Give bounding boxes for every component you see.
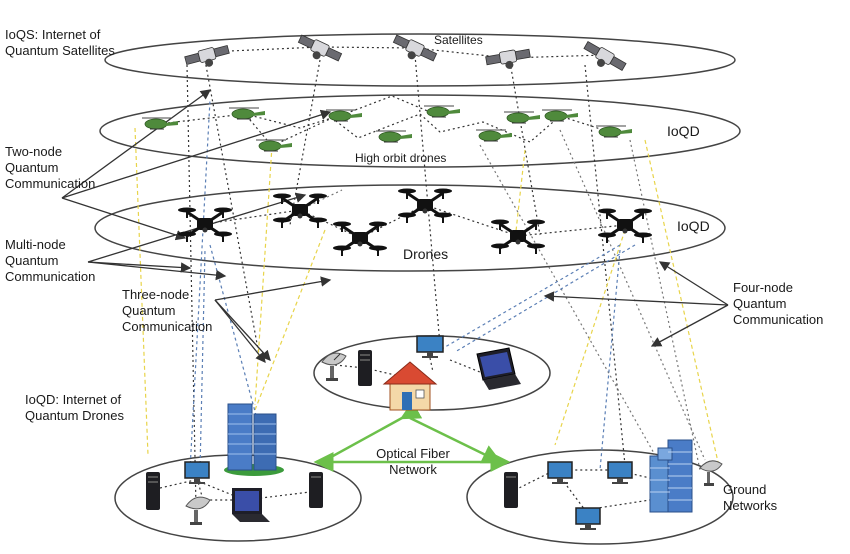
satellite-icon bbox=[485, 48, 531, 69]
right-ground-network-ellipse bbox=[466, 449, 734, 545]
helicopter-drone-icon bbox=[424, 105, 460, 118]
ioqd-definition-label: IoQD: Internet of Quantum Drones bbox=[25, 392, 124, 423]
satellite-dish-icon bbox=[699, 460, 723, 486]
server-icon bbox=[358, 350, 372, 386]
quadcopter-drone-icon bbox=[178, 207, 232, 242]
monitor-icon bbox=[547, 461, 573, 484]
laptop-icon bbox=[476, 347, 521, 390]
right-ground-network-devices bbox=[504, 439, 723, 530]
office-building-icon bbox=[649, 439, 693, 513]
three-node-label: Three-node Quantum Communication bbox=[122, 287, 213, 334]
helicopter-drone-icon bbox=[542, 109, 578, 122]
ground-networks-label: Ground Networks bbox=[723, 482, 778, 513]
ioqd-upper-label: IoQD bbox=[667, 123, 700, 139]
quadcopter-drone-icon bbox=[273, 193, 327, 228]
helicopter-drone-icon bbox=[326, 109, 362, 122]
ioqd-lower-label: IoQD bbox=[677, 218, 710, 234]
two-node-label: Two-node Quantum Communication bbox=[5, 144, 96, 191]
server-icon bbox=[146, 472, 160, 510]
quadcopter-drone-icon bbox=[398, 188, 452, 223]
helicopter-drone-icon bbox=[504, 111, 540, 124]
satellite-dish-icon bbox=[321, 352, 347, 381]
quadcopter-drone-icon bbox=[491, 219, 545, 254]
left-ground-network-devices bbox=[146, 403, 323, 525]
quadcopter-drone-icon bbox=[333, 221, 387, 256]
helicopter-drone-icon bbox=[476, 129, 512, 142]
monitor-icon bbox=[184, 461, 210, 484]
drone-layer-ellipse bbox=[94, 184, 726, 272]
monitor-icon bbox=[575, 507, 601, 530]
helicopter-drone-icon bbox=[256, 139, 292, 152]
satellite-icon bbox=[583, 40, 627, 72]
drones-label: Drones bbox=[403, 246, 449, 262]
quadcopter-drone-row bbox=[178, 188, 652, 256]
ioqs-label: IoQS: Internet of Quantum Satellites bbox=[5, 27, 115, 58]
satellite-dish-icon bbox=[185, 496, 211, 525]
optical-fiber-links bbox=[313, 400, 511, 472]
server-icon bbox=[504, 472, 518, 508]
monitor-icon bbox=[416, 335, 444, 358]
quadcopter-drone-icon bbox=[598, 208, 652, 243]
quantum-link-lines bbox=[134, 46, 719, 511]
helicopter-drone-icon bbox=[229, 107, 265, 120]
multi-node-label: Multi-node Quantum Communication bbox=[5, 237, 96, 284]
laptop-icon bbox=[232, 488, 270, 522]
high-orbit-drone-row bbox=[142, 105, 632, 152]
satellite-icon bbox=[184, 44, 230, 67]
helicopter-drone-icon bbox=[142, 117, 178, 130]
high-orbit-drone-layer-ellipse bbox=[99, 94, 741, 168]
high-orbit-drones-label: High orbit drones bbox=[355, 151, 447, 165]
server-icon bbox=[309, 472, 323, 508]
monitor-icon bbox=[607, 461, 633, 484]
satellite-icon bbox=[297, 34, 343, 62]
helicopter-drone-icon bbox=[376, 130, 412, 143]
satellite-layer-ellipse bbox=[104, 33, 736, 87]
helicopter-drone-icon bbox=[596, 125, 632, 138]
home-network-devices bbox=[321, 335, 521, 411]
optical-fiber-label: Optical Fiber Network bbox=[376, 446, 450, 477]
office-building-icon bbox=[224, 403, 284, 476]
label-arrows bbox=[61, 89, 729, 364]
house-icon bbox=[382, 361, 438, 411]
four-node-label: Four-node Quantum Communication bbox=[733, 280, 824, 327]
satellites-label: Satellites bbox=[434, 33, 483, 47]
satellite-icon bbox=[392, 34, 438, 62]
satellite-row bbox=[184, 34, 627, 72]
